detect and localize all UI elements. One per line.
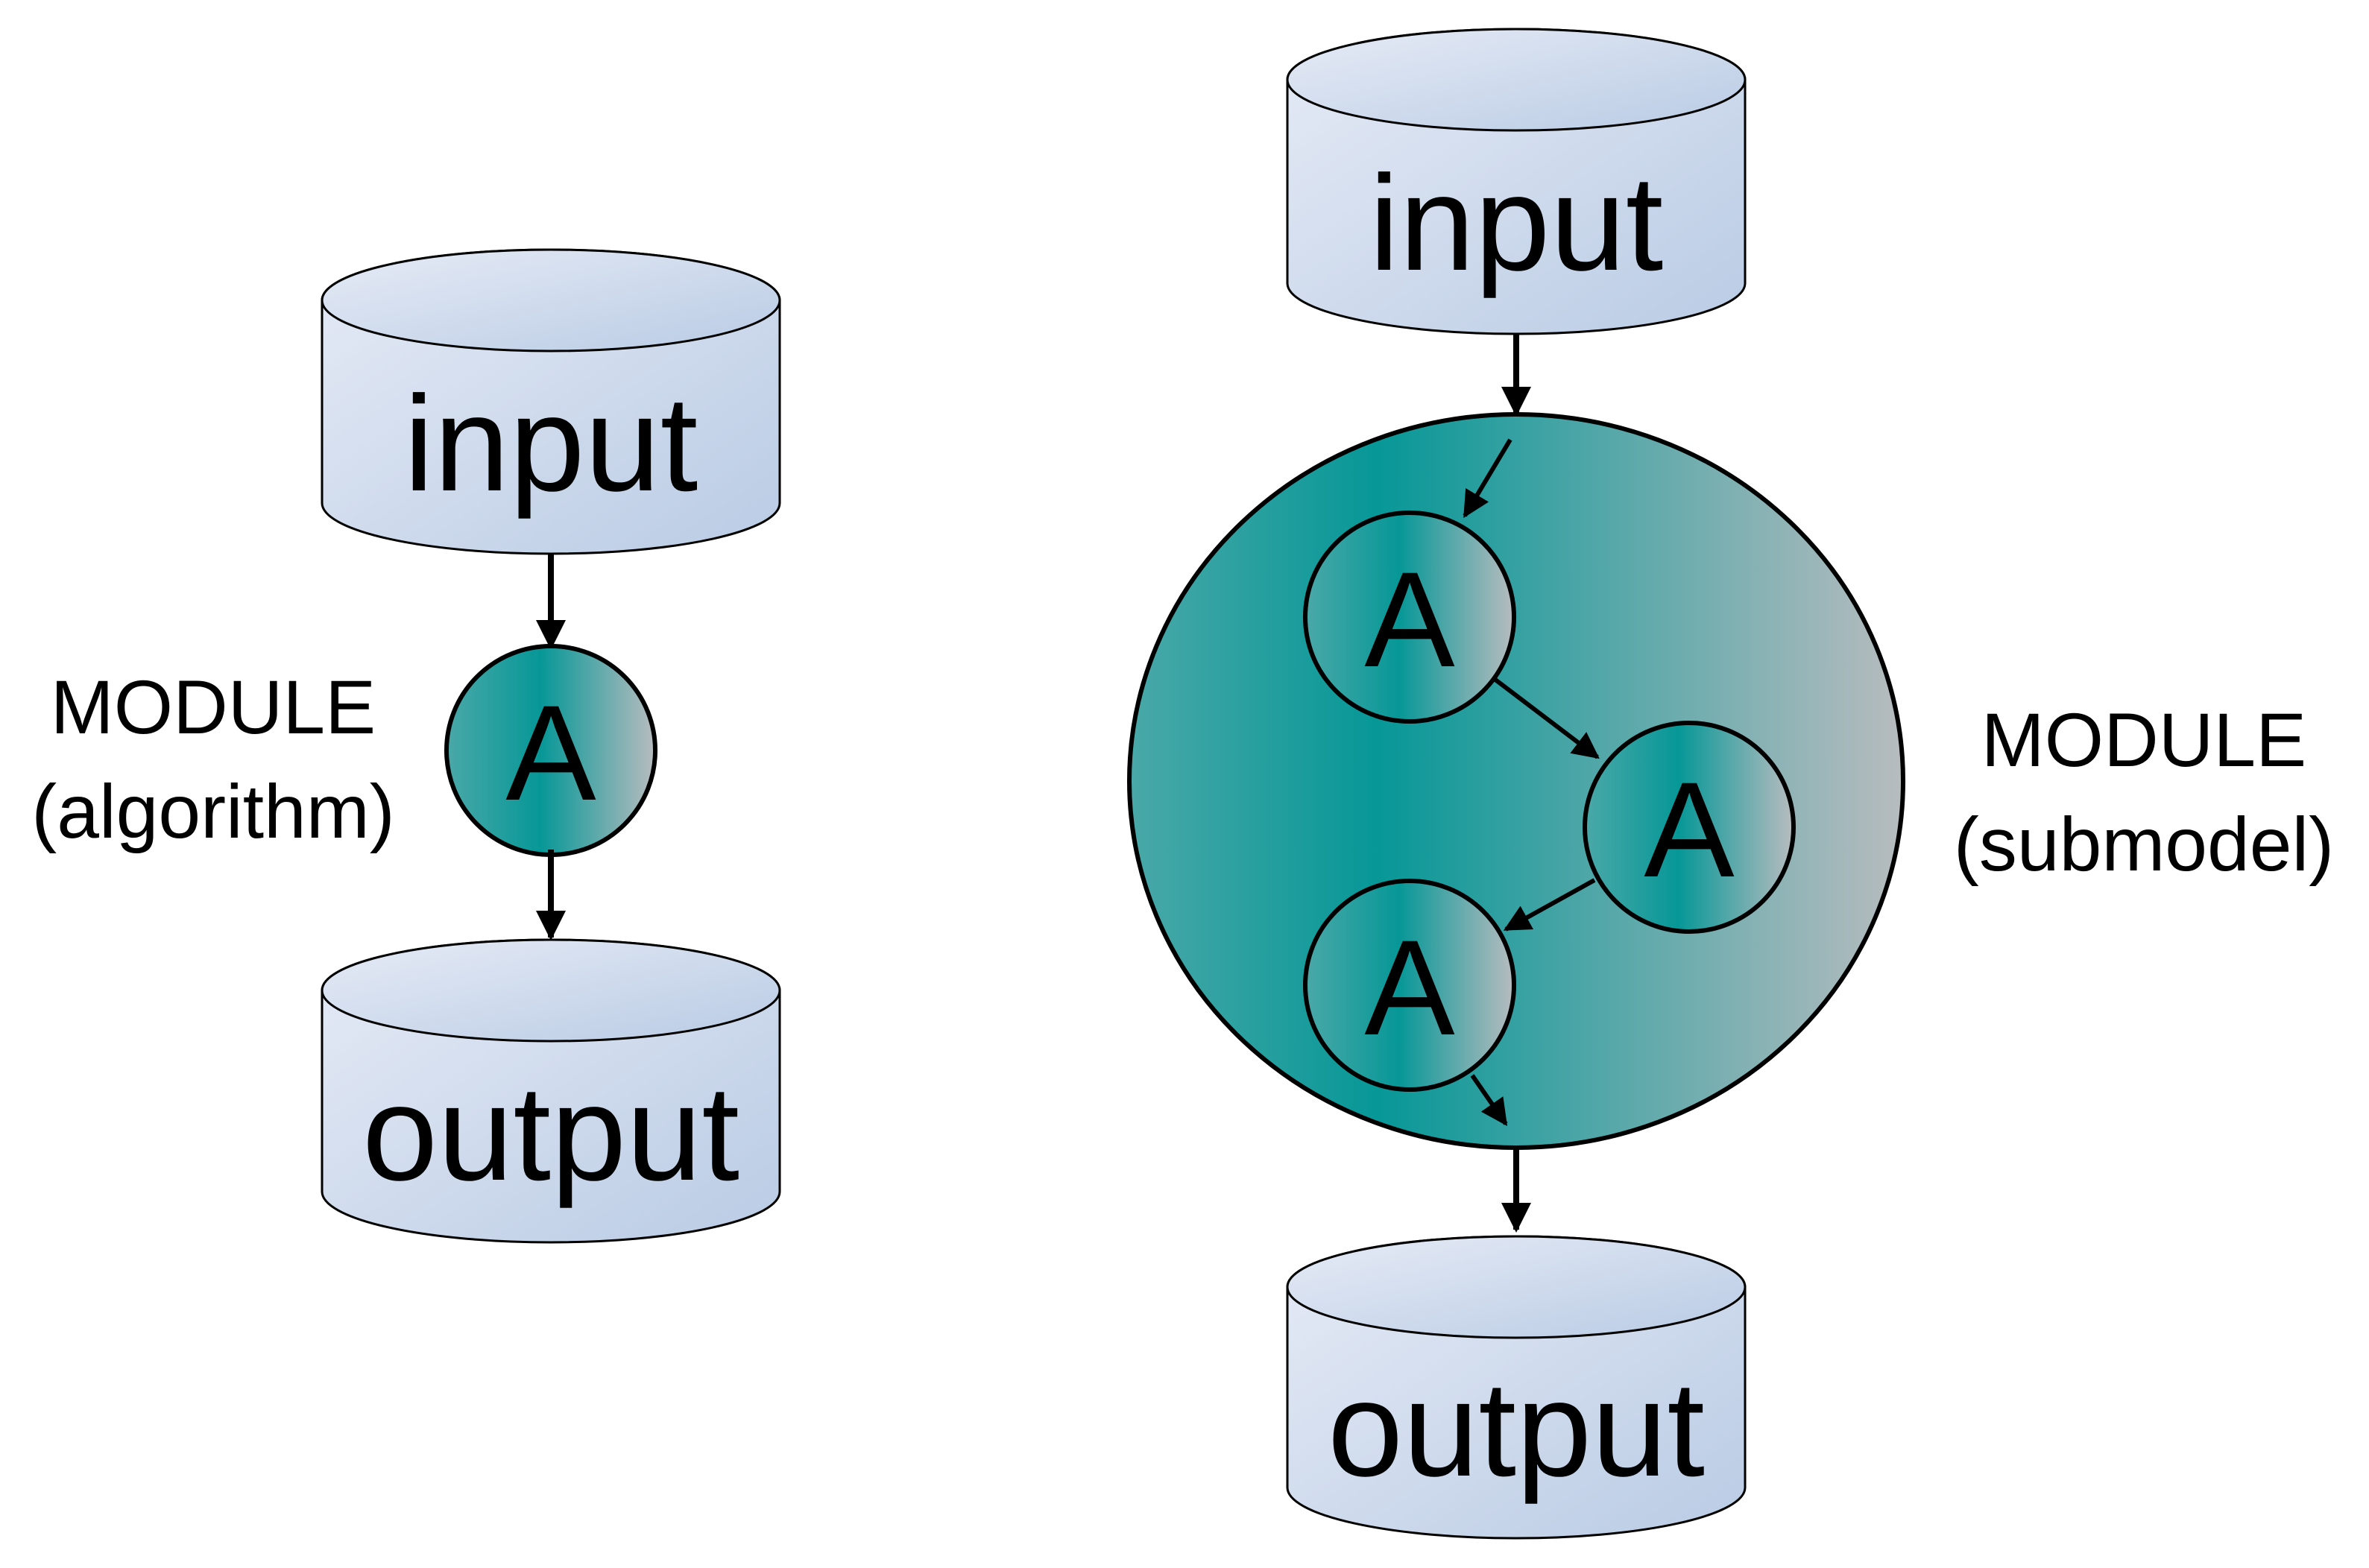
- left-module-title: MODULE: [51, 665, 376, 750]
- right-output-label: output: [1328, 1353, 1705, 1505]
- right-node-a-3-label: A: [1364, 911, 1455, 1063]
- left-output-label: output: [362, 1057, 739, 1209]
- internal-arrow-node2-to-node3: [1503, 878, 1596, 932]
- left-node-a-label: A: [505, 677, 596, 829]
- left-node-a: A: [444, 644, 657, 857]
- left-input-label: input: [404, 367, 698, 519]
- right-node-a-1: A: [1303, 510, 1516, 724]
- internal-arrow-exit: [1470, 1074, 1508, 1126]
- right-input-label: input: [1369, 147, 1664, 299]
- internal-arrow-node1-to-node2: [1494, 677, 1600, 759]
- right-module-title: MODULE: [1981, 698, 2306, 783]
- left-input-cylinder: input: [321, 248, 781, 555]
- left-output-cylinder: output: [321, 938, 781, 1244]
- left-module-subtitle: (algorithm): [31, 769, 394, 854]
- right-node-a-3: A: [1303, 879, 1516, 1092]
- right-diagram: input A A A output: [1127, 28, 2334, 1540]
- left-diagram: input A output MODULE (algorithm): [31, 248, 781, 1244]
- submodel-circle: [1127, 412, 1905, 1150]
- internal-arrow-entry: [1463, 438, 1512, 519]
- right-node-a-2-label: A: [1644, 753, 1735, 905]
- right-module-subtitle: (submodel): [1954, 802, 2334, 887]
- right-node-a-1-label: A: [1364, 543, 1455, 695]
- right-node-a-2: A: [1583, 721, 1796, 934]
- right-output-cylinder: output: [1286, 1235, 1747, 1540]
- right-input-cylinder: input: [1286, 28, 1747, 335]
